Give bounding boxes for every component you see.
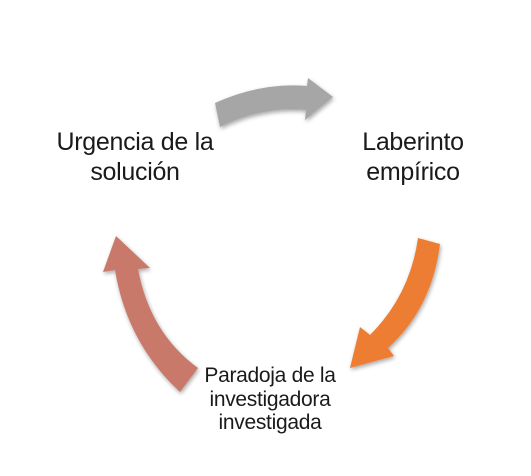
curved-arrow-up-icon bbox=[103, 236, 198, 392]
node-label-urgencia: Urgencia de la solución bbox=[56, 128, 214, 186]
node-label-paradoja: Paradoja de la investigadora investigada bbox=[204, 364, 336, 435]
curved-arrow-down-icon bbox=[350, 238, 440, 368]
node-label-laberinto: Laberinto empírico bbox=[362, 128, 464, 186]
curved-arrow-right-icon bbox=[215, 78, 333, 127]
